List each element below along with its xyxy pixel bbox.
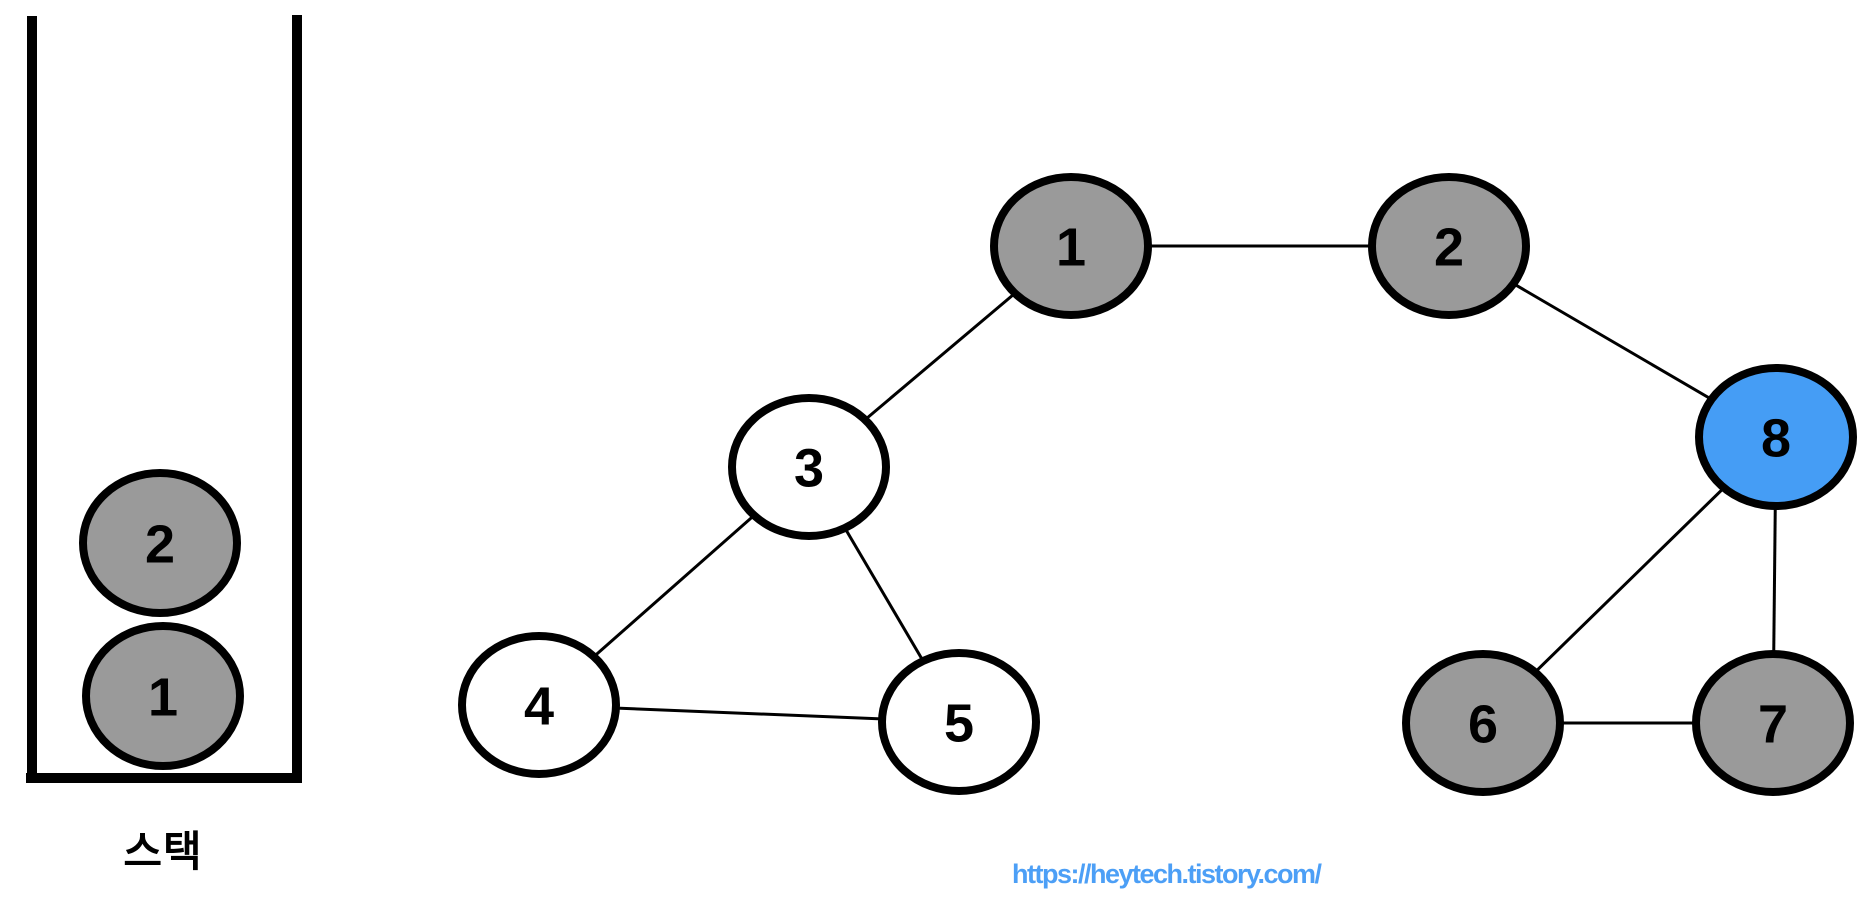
graph-node-label-8: 8	[1761, 408, 1791, 468]
graph-node-circle-5	[878, 649, 1040, 795]
graph-node-label-1: 1	[1056, 217, 1086, 277]
stack-bottom-wall	[26, 773, 302, 783]
graph-node-5: 5	[878, 649, 1040, 795]
graph-node-7: 7	[1692, 650, 1854, 796]
graph-node-circle-1	[990, 173, 1152, 319]
graph-node-label-3: 3	[794, 438, 824, 498]
stack-label: 스택	[123, 828, 203, 875]
graph-node-3: 3	[728, 394, 890, 540]
graph-node-circle-8	[1695, 364, 1857, 510]
graph-node-1: 1	[990, 173, 1152, 319]
graph-nodes: 1 2 3 4 5 6 7 8	[458, 173, 1857, 796]
stack-container	[26, 15, 302, 783]
stack-items: 12	[79, 469, 244, 770]
stack-item-2: 2	[79, 469, 241, 617]
graph-node-8: 8	[1695, 364, 1857, 510]
stack-right-wall	[292, 15, 302, 783]
graph-node-label-2: 2	[1434, 217, 1464, 277]
graph-node-circle-3	[728, 394, 890, 540]
graph-node-label-6: 6	[1468, 694, 1498, 754]
stack-item-label-1: 1	[148, 667, 178, 727]
stack-item-circle-1	[82, 622, 244, 770]
graph-node-2: 2	[1368, 173, 1530, 319]
graph-node-circle-6	[1402, 650, 1564, 796]
graph-node-circle-4	[458, 632, 620, 778]
graph-node-label-4: 4	[524, 676, 554, 736]
graph-node-6: 6	[1402, 650, 1564, 796]
graph-node-label-5: 5	[944, 693, 974, 753]
stack-item-1: 1	[82, 622, 244, 770]
stack-item-label-2: 2	[145, 514, 175, 574]
stack-left-wall	[27, 16, 37, 783]
graph-node-circle-2	[1368, 173, 1530, 319]
graph-node-circle-7	[1692, 650, 1854, 796]
source-url-link[interactable]: https://heytech.tistory.com/	[1012, 859, 1322, 889]
stack-item-circle-2	[79, 469, 241, 617]
graph-node-4: 4	[458, 632, 620, 778]
graph-edges	[538, 244, 1778, 725]
graph-node-label-7: 7	[1758, 694, 1788, 754]
